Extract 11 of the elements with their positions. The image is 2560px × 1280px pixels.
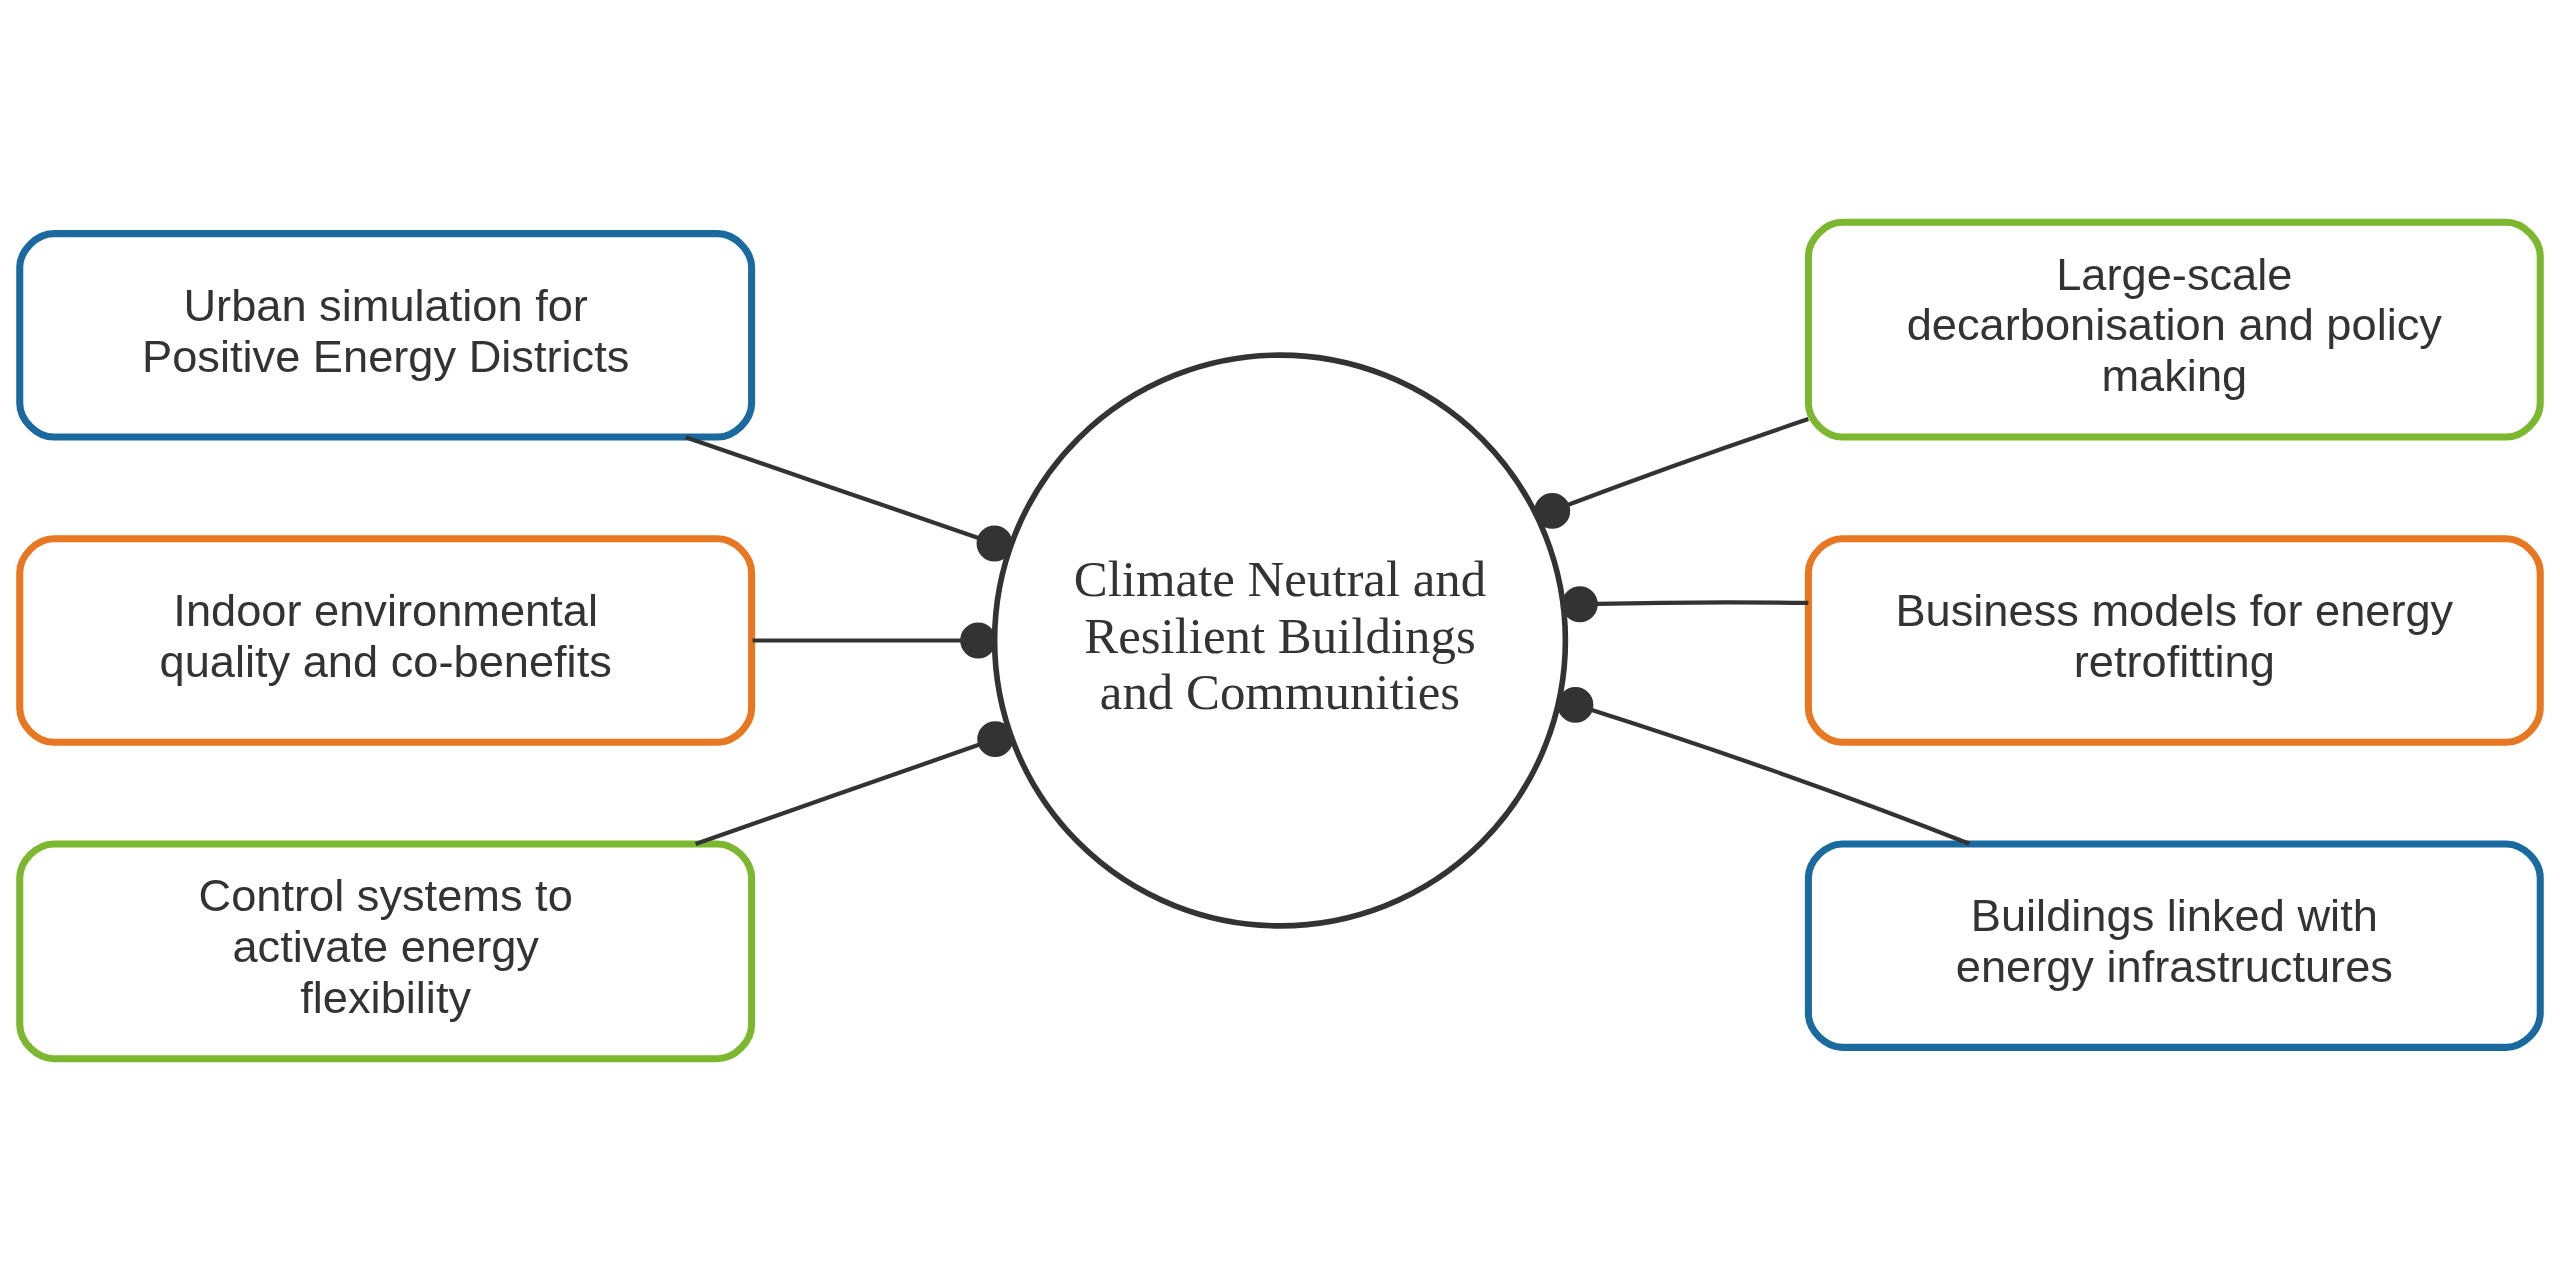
node-box: Indoor environmental quality and co-benefits [16,534,756,746]
node-box: Large-scale decarbonisation and policy making [1804,218,2544,441]
node-box: Business models for energy retrofitting [1804,534,2544,746]
node-box: Urban simulation for Positive Energy Districts [16,229,756,441]
connector [694,720,1014,846]
connector [1561,585,1809,622]
connector [1557,686,1971,846]
node-box: Buildings linked with energy infrastructures [1804,839,2544,1051]
connector [1534,416,1810,529]
node-box: Control systems to activate energy flexibility [16,839,756,1062]
connector [684,434,1013,561]
